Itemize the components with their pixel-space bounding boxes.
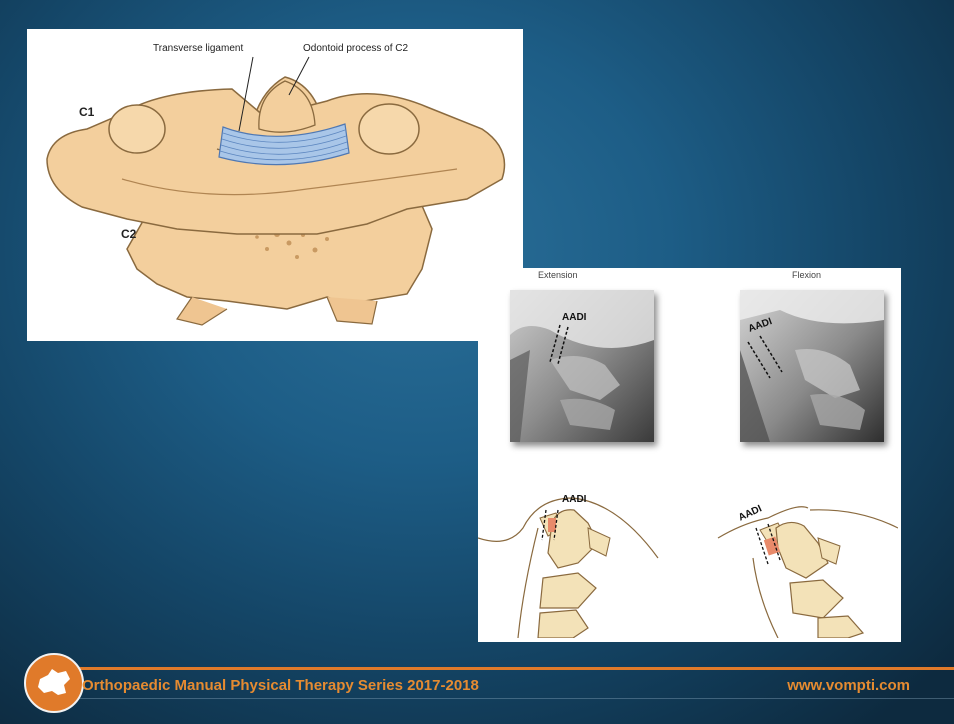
footer-series-title: Orthopaedic Manual Physical Therapy Seri…	[82, 677, 479, 694]
vertebrae-illustration: Transverse ligament Odontoid process of …	[27, 29, 523, 341]
extension-xray: AADI	[510, 290, 654, 442]
flexion-xray: AADI	[740, 290, 884, 442]
c1-label: C1	[79, 105, 94, 119]
aadi-label-extension-xray: AADI	[562, 312, 586, 323]
extension-label: Extension	[538, 270, 578, 280]
c2-label: C2	[121, 227, 136, 241]
extension-sketch: AADI	[478, 468, 678, 638]
vompti-logo	[24, 653, 84, 713]
footer-divider	[78, 667, 954, 670]
footer-divider-thin	[78, 698, 954, 699]
aadi-label-extension-sketch: AADI	[562, 494, 586, 505]
flexion-sketch: AADI	[698, 468, 898, 638]
odontoid-process-label: Odontoid process of C2	[303, 43, 408, 54]
aadi-imaging-figure: Extension Flexion AADI	[478, 268, 901, 642]
flexion-label: Flexion	[792, 270, 821, 280]
transverse-ligament-label: Transverse ligament	[153, 43, 243, 54]
atlas-axis-drawing	[27, 29, 523, 341]
footer-website-link[interactable]: www.vompti.com	[787, 677, 910, 694]
